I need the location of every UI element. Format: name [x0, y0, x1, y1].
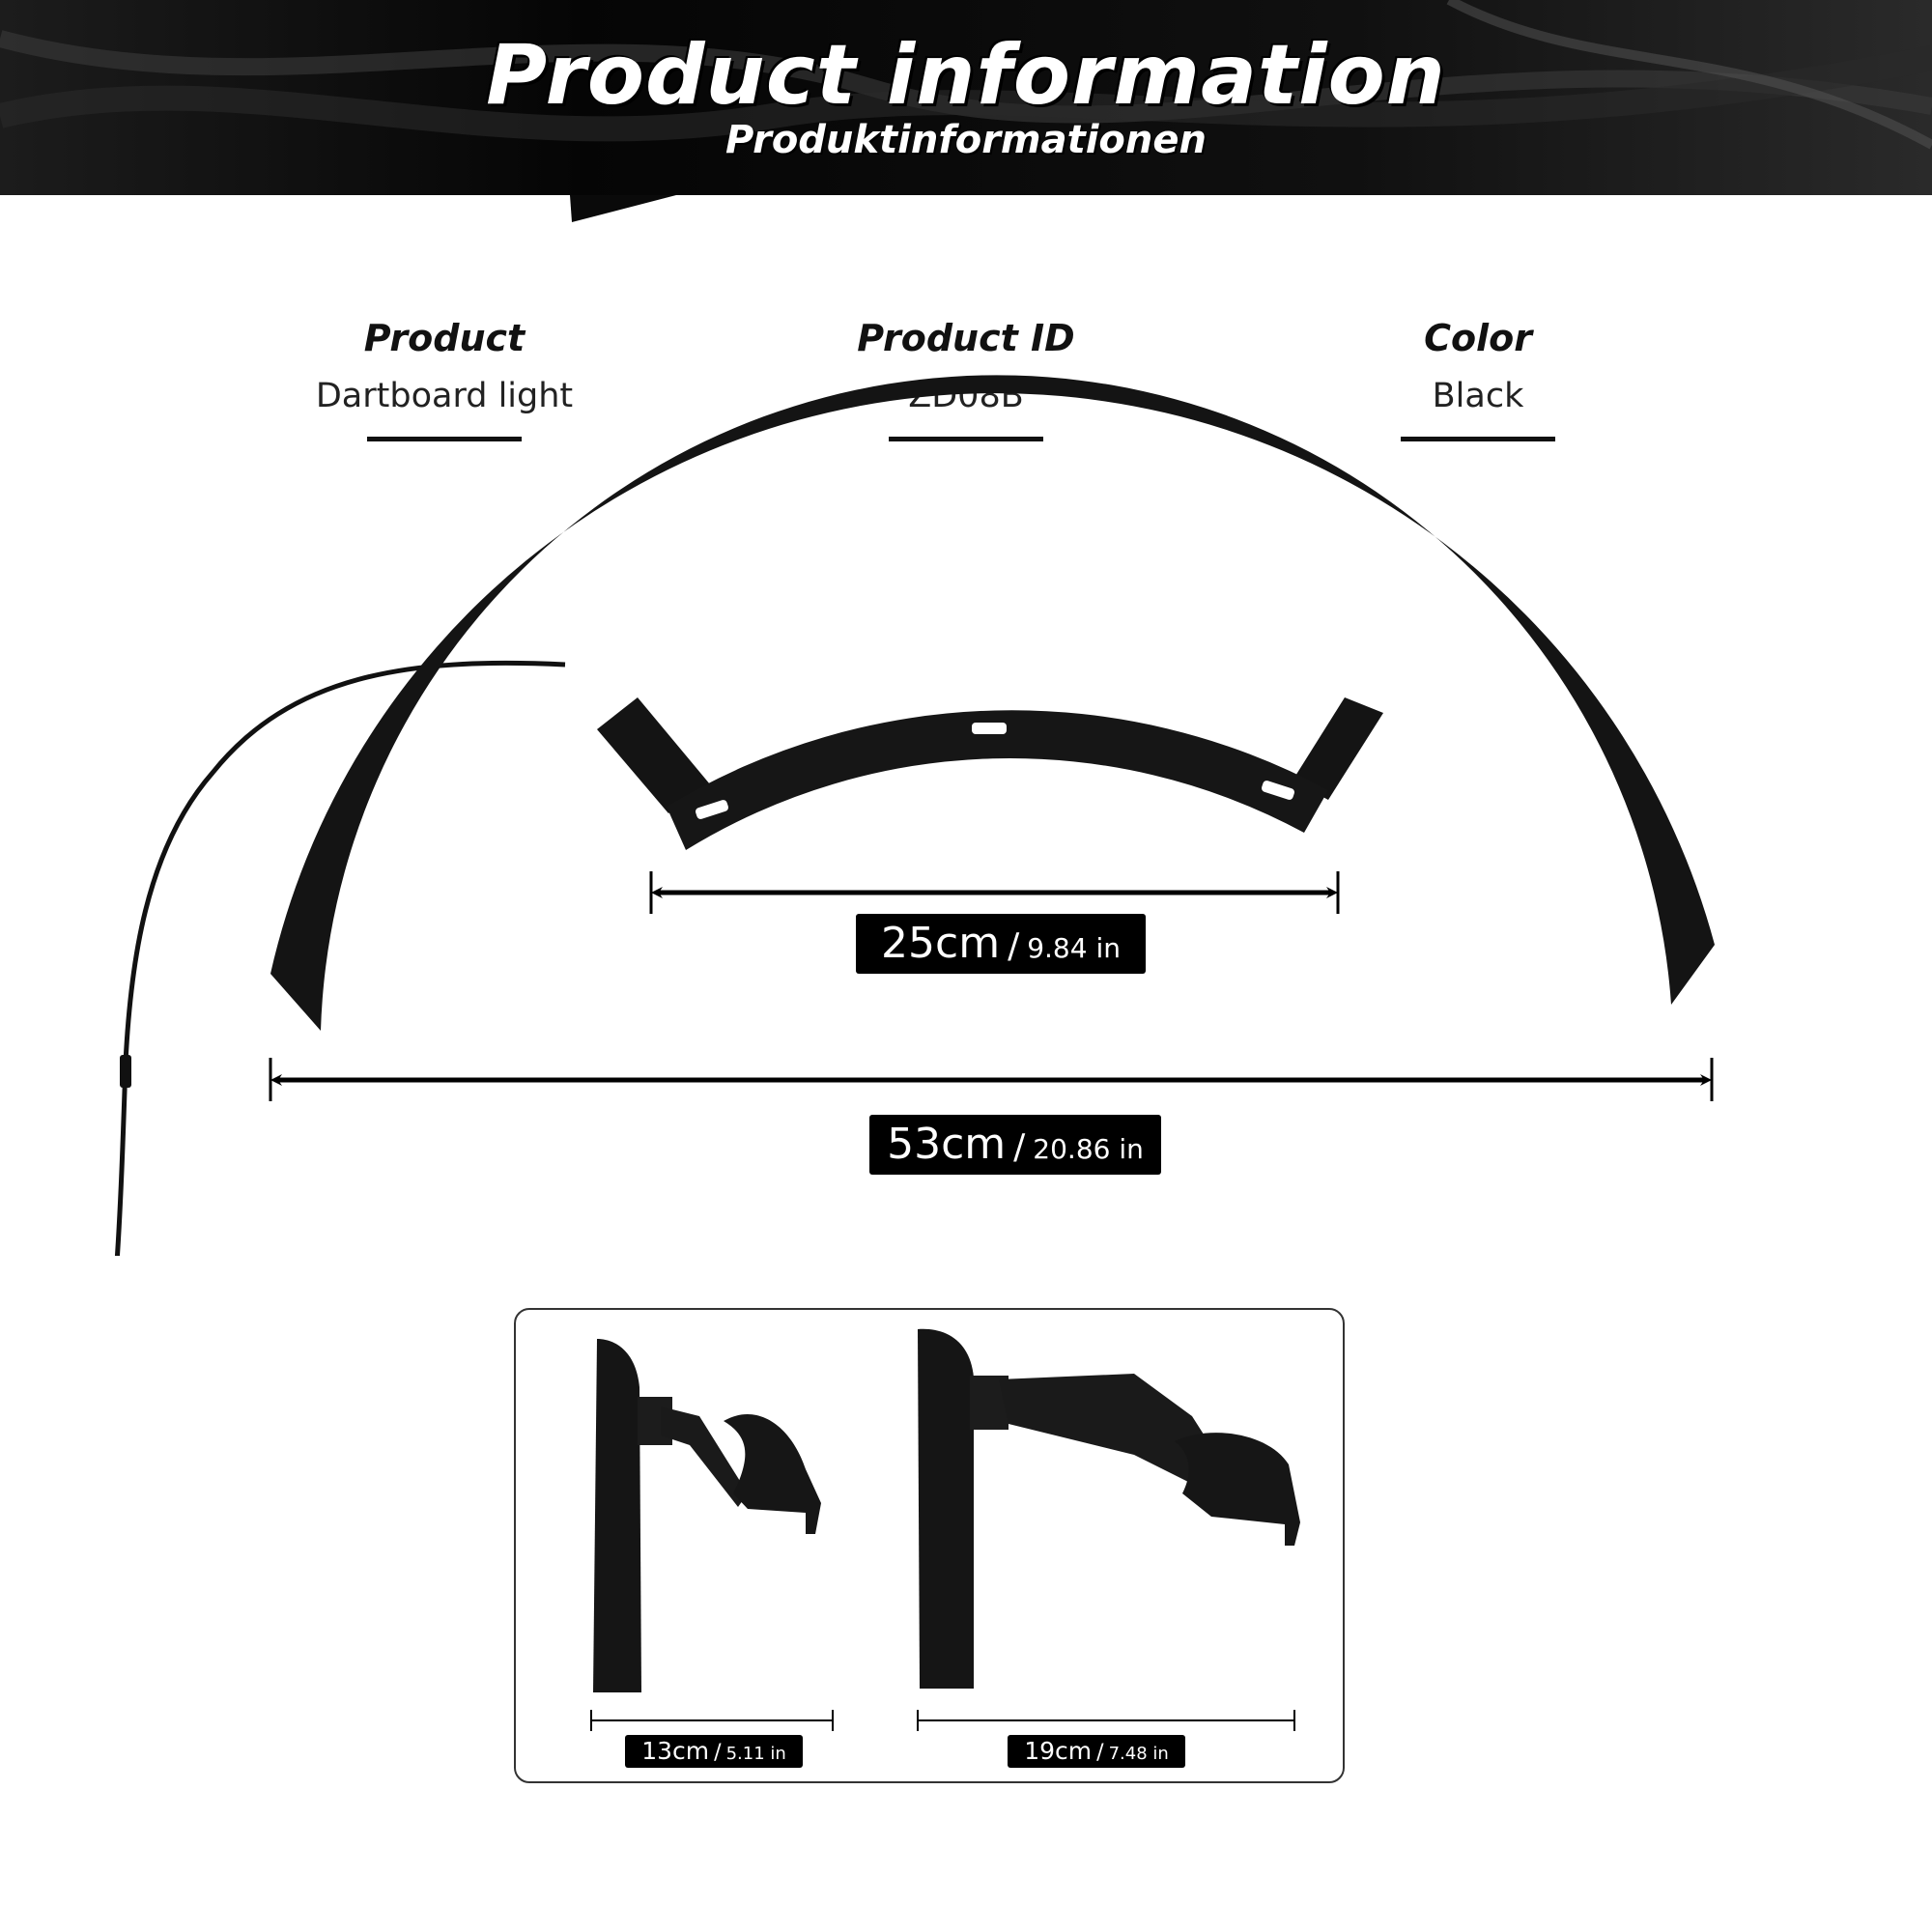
underline-bar	[889, 437, 1043, 441]
small-lamp-head	[724, 1414, 821, 1534]
inner-arc	[667, 710, 1328, 850]
power-cable	[114, 660, 566, 1256]
cable-switch	[120, 1055, 131, 1088]
large-dim-label: 19cm/7.48 in	[1008, 1735, 1185, 1768]
small-dim-metric: 13cm	[641, 1737, 710, 1765]
outer-dim-metric: 53cm	[887, 1120, 1007, 1169]
large-dim-metric: 19cm	[1024, 1737, 1093, 1765]
large-lamp-head	[1175, 1433, 1300, 1546]
left-bracket	[597, 697, 710, 813]
info-label: Product ID	[857, 317, 1075, 359]
info-value: Dartboard light	[315, 377, 574, 415]
underline-bar	[1401, 437, 1555, 441]
inner-dim-imperial: 9.84 in	[1027, 932, 1121, 964]
product-illustration	[114, 375, 1715, 1256]
mount-slot	[1262, 781, 1294, 800]
large-arm	[999, 1374, 1233, 1493]
large-dim-imperial: 7.48 in	[1108, 1744, 1169, 1764]
page-subtitle: Produktinformationen	[725, 118, 1207, 162]
info-label: Product	[363, 317, 526, 359]
mount-slot	[696, 800, 728, 819]
small-dim-imperial: 5.11 in	[725, 1744, 786, 1764]
side-view-panel	[514, 1308, 1345, 1783]
large-arc-profile	[918, 1328, 974, 1689]
underline-bar	[367, 437, 522, 441]
header-banner: Product information Produktinformationen	[0, 0, 1932, 222]
outer-dim-label: 53cm/20.86 in	[869, 1115, 1161, 1175]
outer-dim-imperial: 20.86 in	[1033, 1133, 1144, 1165]
info-product: Product Dartboard light	[251, 317, 638, 441]
info-value: Black	[1432, 377, 1524, 415]
inner-dim-metric: 25cm	[881, 919, 1001, 968]
small-arm	[661, 1406, 748, 1507]
mount-slot	[972, 723, 1007, 734]
small-dim-label: 13cm/5.11 in	[625, 1735, 803, 1768]
page-title: Product information	[486, 27, 1446, 124]
info-color: Color Black	[1285, 317, 1671, 441]
small-arc-profile	[593, 1339, 641, 1692]
side-view-illustration	[590, 1328, 1300, 1731]
right-bracket	[1293, 697, 1383, 800]
banner-background	[0, 0, 1932, 222]
inner-dim-label: 25cm/9.84 in	[856, 914, 1146, 974]
info-label: Color	[1424, 317, 1532, 359]
